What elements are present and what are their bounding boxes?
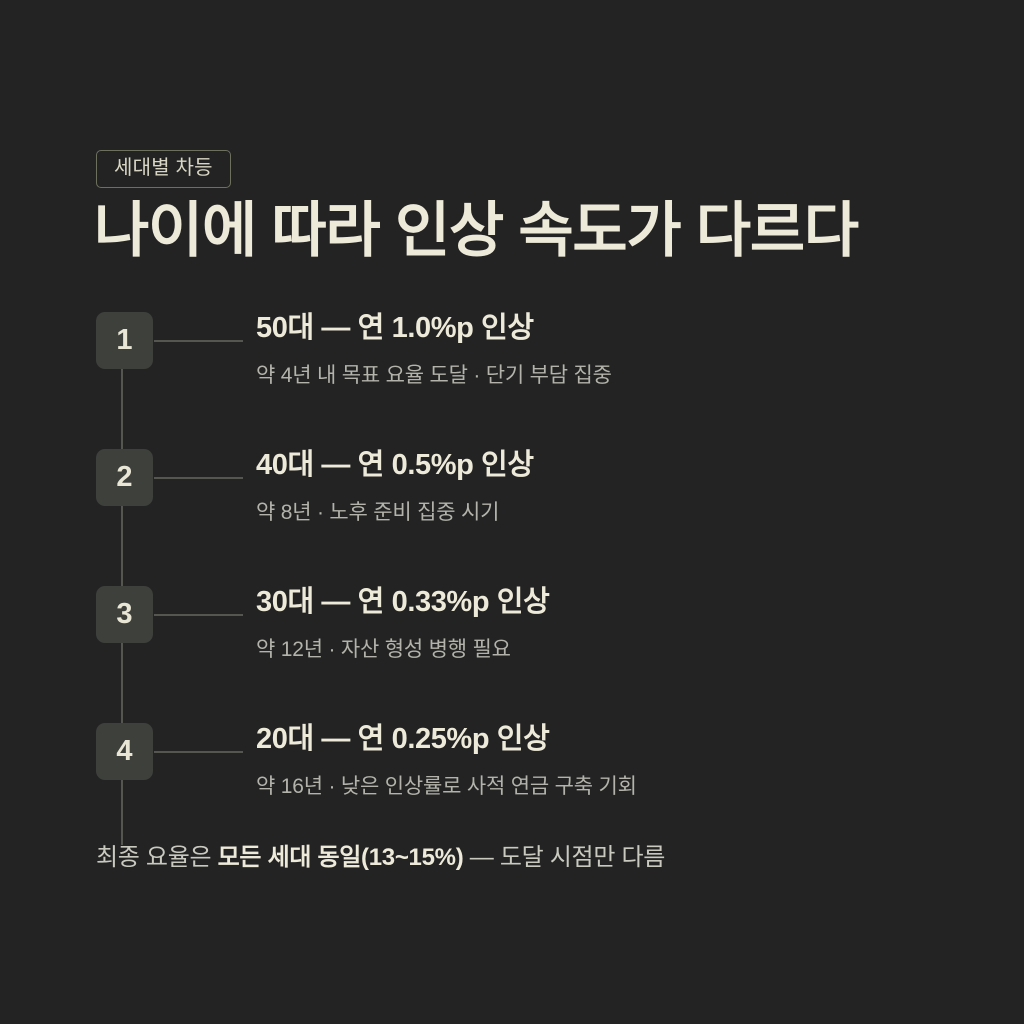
footnote-lead: 최종 요율은 <box>96 844 218 871</box>
timeline-item-subtitle: 약 12년 · 자산 형성 병행 필요 <box>256 638 511 662</box>
timeline-connector <box>154 614 243 616</box>
timeline-step-number: 3 <box>96 586 153 643</box>
timeline-item: 4 20대 — 연 0.25%p 인상 약 16년 · 낮은 인상률로 사적 연… <box>96 721 926 841</box>
timeline-item-title: 50대 — 연 1.0%p 인상 <box>256 312 534 344</box>
timeline-connector <box>154 751 243 753</box>
timeline-step-number: 2 <box>96 449 153 506</box>
timeline-connector <box>154 477 243 479</box>
footnote-tail: — 도달 시점만 다름 <box>463 844 666 871</box>
timeline-item-title: 20대 — 연 0.25%p 인상 <box>256 723 550 755</box>
timeline-item-subtitle: 약 4년 내 목표 요율 도달 · 단기 부담 집중 <box>256 364 612 388</box>
timeline-item-body: 50대 — 연 1.0%p 인상 약 4년 내 목표 요율 도달 · 단기 부담… <box>256 310 926 390</box>
timeline-item-title: 30대 — 연 0.33%p 인상 <box>256 586 550 618</box>
eyebrow-badge: 세대별 차등 <box>96 150 231 188</box>
timeline-item-subtitle: 약 16년 · 낮은 인상률로 사적 연금 구축 기회 <box>256 775 637 799</box>
timeline-item-title: 40대 — 연 0.5%p 인상 <box>256 449 534 481</box>
footnote: 최종 요율은 모든 세대 동일(13~15%) — 도달 시점만 다름 <box>96 842 665 873</box>
timeline-item-body: 30대 — 연 0.33%p 인상 약 12년 · 자산 형성 병행 필요 <box>256 584 926 664</box>
page-title: 나이에 따라 인상 속도가 다르다 <box>94 197 859 264</box>
timeline-item-subtitle: 약 8년 · 노후 준비 집중 시기 <box>256 501 500 525</box>
timeline-step-number: 1 <box>96 312 153 369</box>
timeline-item-body: 20대 — 연 0.25%p 인상 약 16년 · 낮은 인상률로 사적 연금 … <box>256 721 926 801</box>
timeline-item: 1 50대 — 연 1.0%p 인상 약 4년 내 목표 요율 도달 · 단기 … <box>96 310 926 447</box>
footnote-emphasis: 모든 세대 동일(13~15%) <box>217 844 464 871</box>
timeline-item: 2 40대 — 연 0.5%p 인상 약 8년 · 노후 준비 집중 시기 <box>96 447 926 584</box>
timeline-item-body: 40대 — 연 0.5%p 인상 약 8년 · 노후 준비 집중 시기 <box>256 447 926 527</box>
timeline-connector <box>154 340 243 342</box>
timeline: 1 50대 — 연 1.0%p 인상 약 4년 내 목표 요율 도달 · 단기 … <box>96 310 926 845</box>
timeline-item: 3 30대 — 연 0.33%p 인상 약 12년 · 자산 형성 병행 필요 <box>96 584 926 721</box>
timeline-step-number: 4 <box>96 723 153 780</box>
